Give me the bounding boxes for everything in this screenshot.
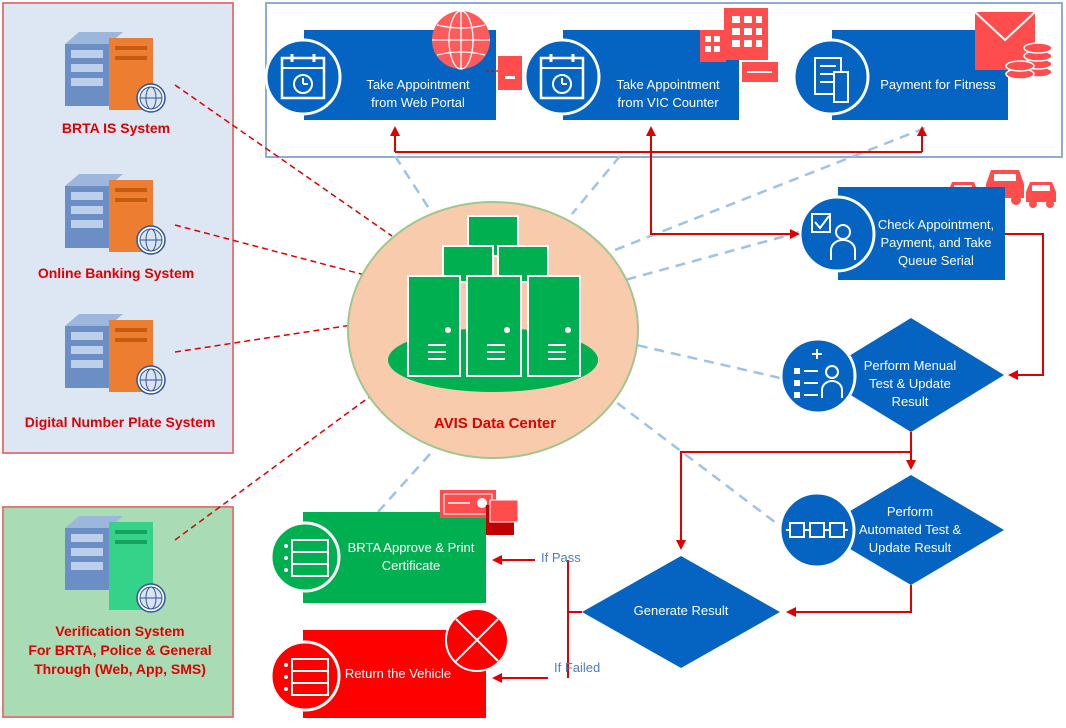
- step-web-portal: Take Appointment from Web Portal: [366, 77, 470, 110]
- checklist-table-icon: [269, 640, 341, 712]
- money-envelope-icon: [974, 11, 1053, 80]
- reject-x-icon: [445, 608, 509, 672]
- checklist-person-icon: [798, 195, 876, 273]
- datacenter-links: [377, 126, 926, 533]
- flow-arrows: [390, 126, 1044, 683]
- server-icon-banking: [65, 174, 166, 255]
- server-icon-verification: [65, 516, 166, 613]
- globe-icon: [432, 10, 490, 70]
- form-person-icon: [779, 337, 857, 415]
- server-icon-brta: [65, 32, 166, 113]
- label-brta-is: BRTA IS System: [61, 120, 171, 136]
- datacenter-label: AVIS Data Center: [433, 415, 557, 432]
- diamond-automated-test: [818, 475, 1004, 585]
- label-online-banking: Online Banking System: [37, 265, 195, 281]
- label-verification: Verification System For BRTA, Police & G…: [28, 623, 212, 677]
- system-links: [174, 84, 393, 541]
- checklist-table-icon: [269, 521, 341, 593]
- link-digital-plate: [174, 324, 353, 353]
- server-icon-plate: [65, 314, 166, 395]
- link-online-banking: [174, 224, 366, 276]
- calendar-icon: [523, 38, 601, 116]
- step-manual-test: Perform Menual Test & Update Result: [863, 358, 957, 409]
- step-automated-test: Perform Automated Test & Update Result: [858, 504, 962, 555]
- building-icon: [700, 8, 778, 82]
- diamond-manual-test: [818, 318, 1004, 432]
- diamond-generate-result: [582, 556, 780, 668]
- step-generate-result: Generate Result: [633, 603, 729, 618]
- step-approve-certificate: BRTA Approve & Print Certificate: [347, 540, 475, 573]
- link-verification: [174, 394, 373, 541]
- link-brta-is: [174, 84, 393, 237]
- invoice-icon: [792, 38, 870, 116]
- document-icon: [486, 56, 522, 90]
- calendar-icon: [264, 38, 342, 116]
- step-check-appointment: Check Appointment, Payment, and Take Que…: [877, 217, 995, 268]
- certificate-icon: [440, 490, 519, 535]
- datacenter-servers-icon: [407, 215, 581, 377]
- label-digital-plate: Digital Number Plate System: [24, 414, 216, 430]
- step-payment: Payment for Fitness: [880, 77, 996, 92]
- edge-label-pass: If Pass: [541, 550, 581, 565]
- step-return-vehicle: Return the Vehicle: [344, 666, 452, 681]
- step-vic-counter: Take Appointment from VIC Counter: [616, 77, 720, 110]
- process-flow-icon: [778, 491, 856, 569]
- edge-label-failed: If Failed: [554, 660, 601, 675]
